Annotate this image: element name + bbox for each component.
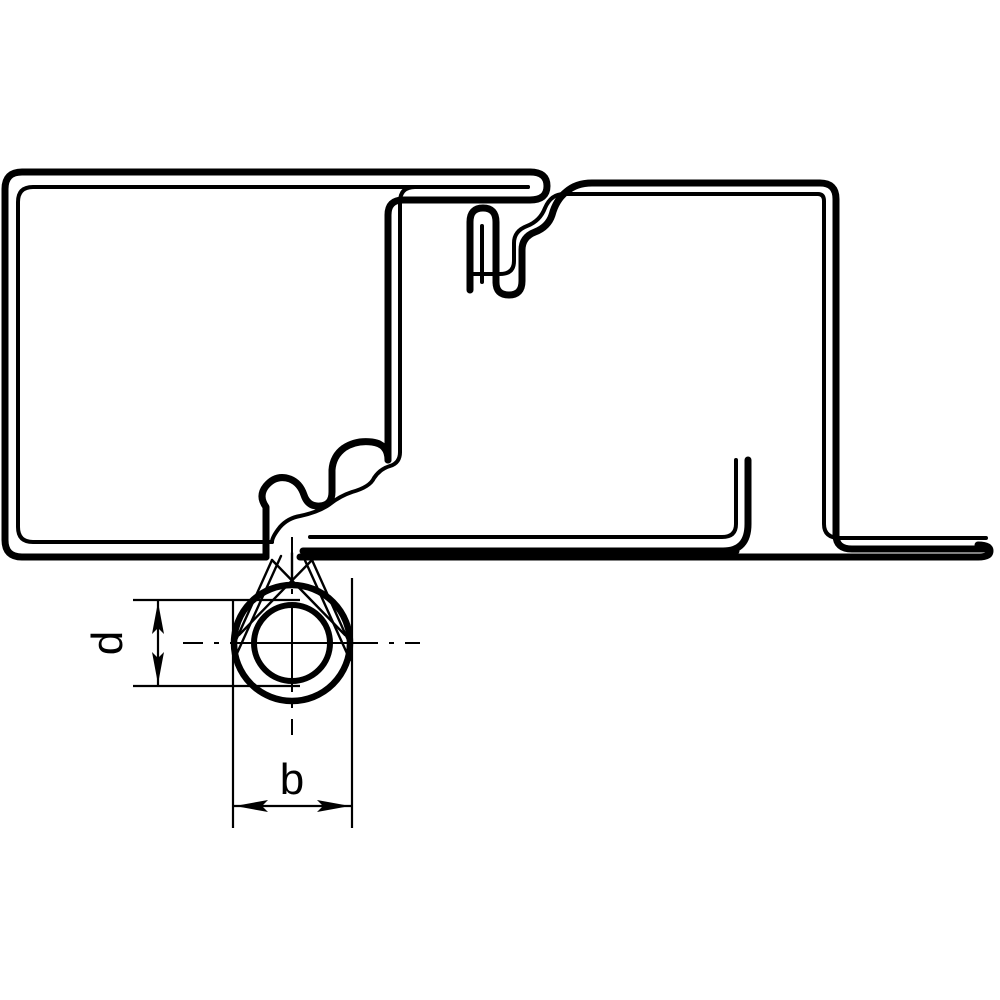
- base-lip-return-outer: [719, 456, 752, 555]
- dimension-d: d: [83, 598, 300, 688]
- dim-d-arrow-top: [152, 602, 164, 634]
- dimension-b: b: [231, 578, 354, 828]
- snap-latch-outer: [258, 438, 392, 561]
- dim-b-label: b: [280, 755, 304, 804]
- dim-d-arrow-bottom: [152, 652, 164, 684]
- profile-snap-latch: [258, 438, 402, 561]
- right-interlock-inner: [468, 192, 988, 540]
- tube-inner-circle: [251, 602, 333, 684]
- jaw-left-outer-edge: [232, 554, 283, 662]
- left-chamber-outer-wall: [1, 168, 534, 561]
- profile-left-chamber: [1, 168, 534, 561]
- profile-base-lip: [299, 456, 752, 555]
- tube-centerlines: [183, 537, 420, 735]
- profile-right-interlock: [468, 179, 992, 553]
- profile-bottom-flange: [296, 541, 994, 561]
- profile-top-center-hook-left: [384, 168, 551, 464]
- top-hook-left-outer: [384, 168, 551, 464]
- profile-tongue-slot: [466, 204, 500, 294]
- jaw-right-outer-edge: [301, 554, 352, 662]
- bottom-flange-outer: [296, 541, 994, 561]
- top-hook-left-inner: [398, 185, 530, 454]
- base-lip-inner: [308, 458, 738, 539]
- tongue-slot-outer: [466, 204, 500, 294]
- jaw-cross-line-right: [237, 558, 314, 637]
- snap-latch-inner: [270, 450, 402, 544]
- dim-d-label: d: [83, 631, 132, 655]
- dim-b-arrow-left: [235, 800, 268, 812]
- right-interlock-outer: [492, 179, 992, 553]
- jaw-cross-line-left: [270, 558, 347, 637]
- left-chamber-inner-wall: [16, 185, 530, 544]
- dim-b-arrow-right: [317, 800, 350, 812]
